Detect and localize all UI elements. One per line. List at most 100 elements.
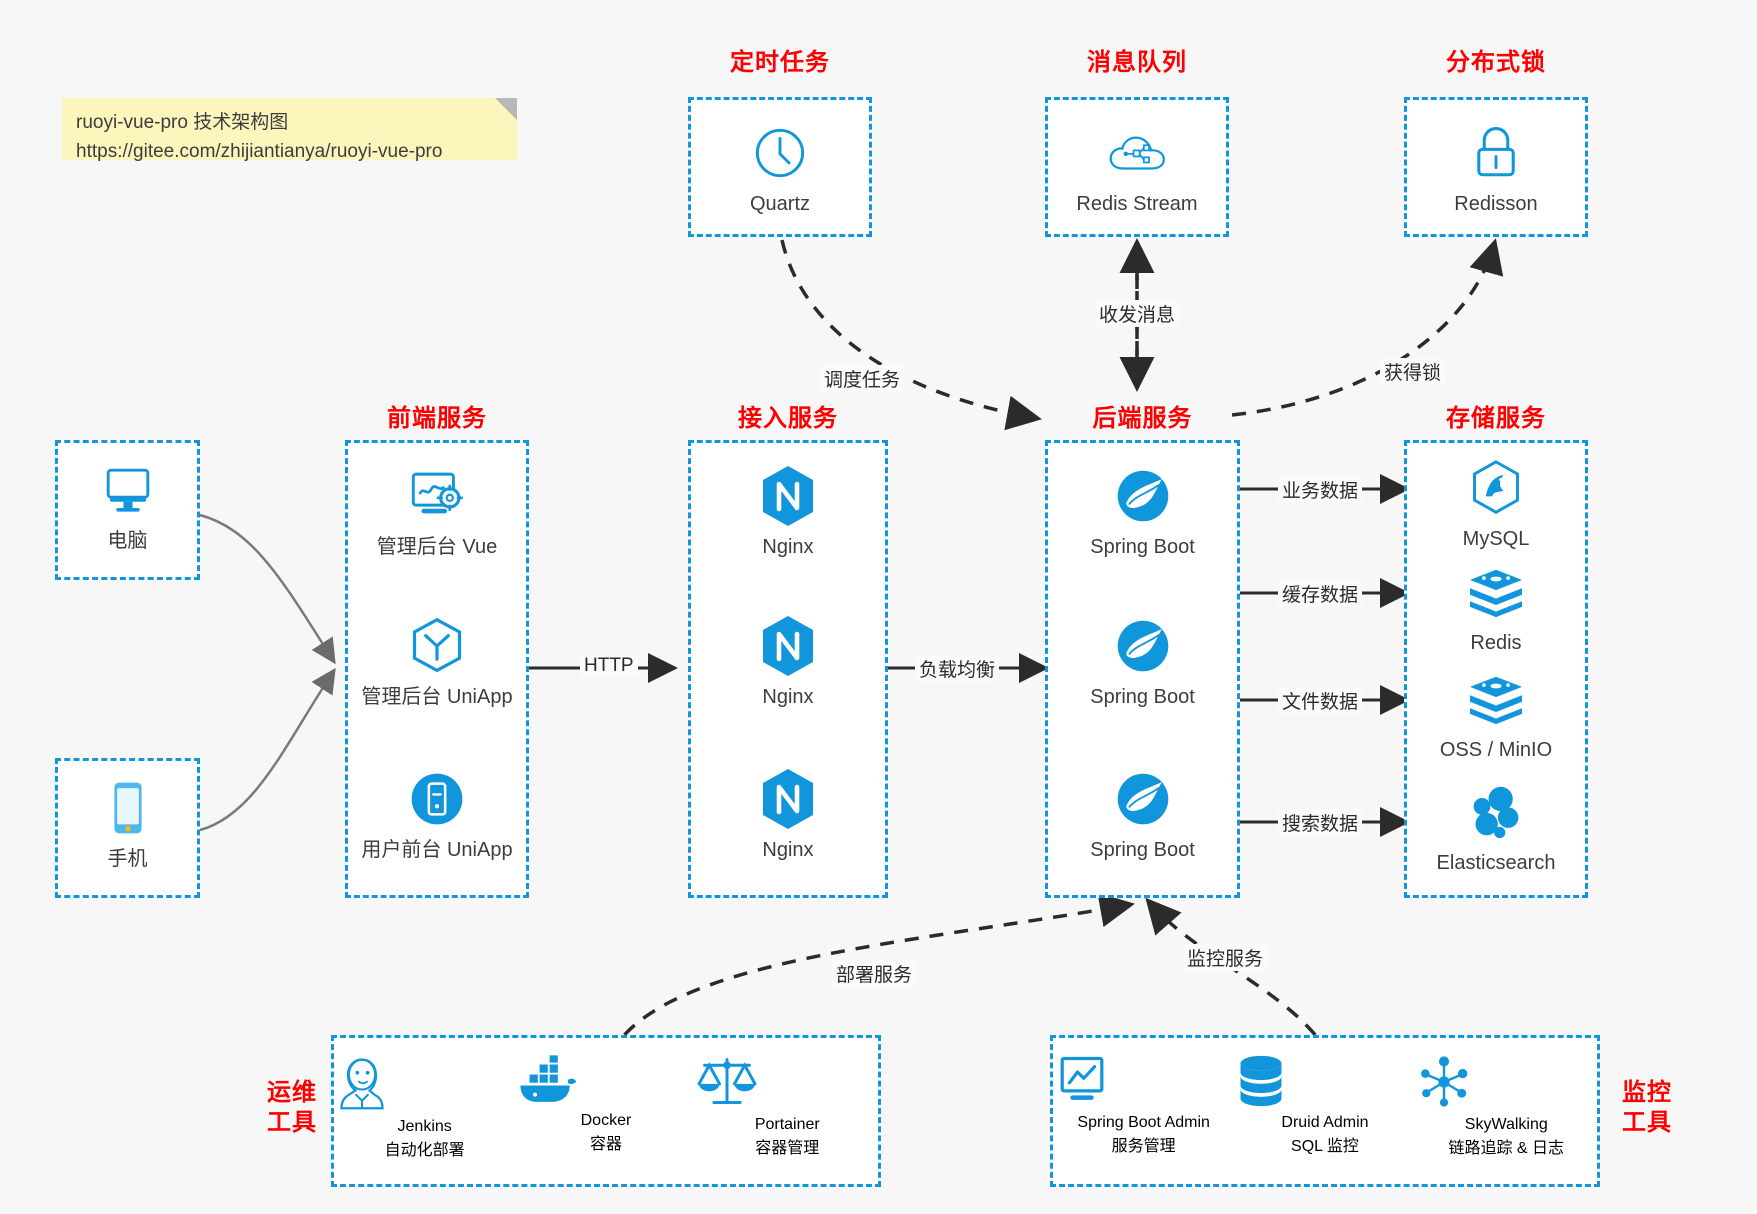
desktop-icon: [58, 459, 197, 521]
jenkins-icon: [334, 1054, 515, 1112]
nginx-icon: [691, 768, 885, 830]
group-title-monitoring: 监控 工具: [1610, 1078, 1684, 1138]
clock-icon: [691, 122, 869, 184]
note-fold-corner: [495, 98, 517, 120]
node-desc: 链路追踪 & 日志: [1448, 1140, 1565, 1157]
edge-label-cache-data: 缓存数据: [1278, 580, 1363, 607]
skywalking-icon: [1416, 1054, 1597, 1110]
group-box-devops: Jenkins 自动化部署 Docker 容器: [331, 1035, 881, 1187]
edge-label-business-data: 业务数据: [1278, 476, 1363, 503]
node-user-uniapp[interactable]: 用户前台 UniApp: [348, 768, 526, 863]
node-redis-stream[interactable]: Redis Stream: [1048, 122, 1226, 217]
node-label: MySQL: [1462, 528, 1530, 550]
elasticsearch-icon: [1407, 781, 1585, 843]
lock-icon: [1407, 122, 1585, 184]
node-name: Jenkins: [397, 1118, 452, 1135]
node-nginx-1[interactable]: Nginx: [691, 465, 885, 560]
redis-icon: [1407, 561, 1585, 623]
node-nginx-3[interactable]: Nginx: [691, 768, 885, 863]
database-icon: [1234, 1054, 1415, 1108]
node-label: Nginx: [762, 686, 814, 708]
group-title-backend: 后端服务: [1092, 405, 1193, 432]
node-desc: 自动化部署: [384, 1142, 465, 1159]
node-spring-boot-3[interactable]: Spring Boot: [1048, 768, 1237, 863]
group-title-scheduled-task: 定时任务: [730, 49, 830, 76]
edge-label-monitor-service: 监控服务: [1183, 944, 1268, 971]
node-desktop[interactable]: 电脑: [58, 459, 197, 554]
node-name: SkyWalking: [1464, 1116, 1548, 1133]
node-label: Elasticsearch: [1436, 852, 1556, 874]
node-name: Docker: [580, 1112, 632, 1129]
note-line-2: https://gitee.com/zhijiantianya/ruoyi-vu…: [76, 141, 443, 163]
node-jenkins[interactable]: Jenkins 自动化部署: [334, 1054, 515, 1160]
node-oss-minio[interactable]: OSS / MinIO: [1407, 668, 1585, 763]
dashboard-gear-icon: [348, 465, 526, 527]
node-phone[interactable]: 手机: [58, 777, 197, 872]
node-label: Redis Stream: [1076, 193, 1198, 215]
group-title-storage: 存储服务: [1446, 405, 1546, 432]
monitoring-title-line-2: 工具: [1622, 1109, 1672, 1136]
mobile-circle-icon: [348, 768, 526, 830]
group-title-distributed-lock: 分布式锁: [1446, 49, 1546, 76]
node-label: Spring Boot: [1090, 686, 1195, 708]
node-name: Portainer: [754, 1116, 820, 1133]
node-mysql[interactable]: MySQL: [1407, 457, 1585, 552]
node-redis[interactable]: Redis: [1407, 561, 1585, 656]
group-title-devops: 运维 工具: [255, 1078, 329, 1138]
node-skywalking[interactable]: SkyWalking 链路追踪 & 日志: [1416, 1054, 1597, 1158]
node-desc: 容器管理: [755, 1140, 820, 1157]
node-label: 电脑: [107, 530, 148, 552]
hexagon-y-icon: [348, 615, 526, 677]
devops-title-line-2: 工具: [267, 1109, 317, 1136]
edge-label-acquire-lock: 获得锁: [1380, 358, 1446, 385]
group-box-gateway: Nginx Nginx Nginx: [688, 440, 888, 898]
spring-icon: [1048, 768, 1237, 830]
devops-title-line-1: 运维: [267, 1079, 317, 1106]
client-box-desktop: 电脑: [55, 440, 200, 580]
group-title-message-queue: 消息队列: [1087, 49, 1187, 76]
scales-icon: [697, 1054, 878, 1110]
node-label: Spring Boot: [1090, 536, 1195, 558]
node-desc: SQL 监控: [1291, 1138, 1359, 1155]
node-label: Spring Boot: [1090, 839, 1195, 861]
node-desc: 容器: [589, 1136, 622, 1153]
edge-label-send-receive-message: 收发消息: [1095, 300, 1180, 327]
group-box-storage: MySQL Redis: [1404, 440, 1588, 898]
node-spring-boot-admin[interactable]: Spring Boot Admin 服务管理: [1053, 1054, 1234, 1156]
node-name: Spring Boot Admin: [1077, 1114, 1210, 1131]
node-spring-boot-1[interactable]: Spring Boot: [1048, 465, 1237, 560]
node-portainer[interactable]: Portainer 容器管理: [697, 1054, 878, 1158]
node-admin-vue[interactable]: 管理后台 Vue: [348, 465, 526, 560]
group-title-gateway: 接入服务: [738, 405, 838, 432]
node-elasticsearch[interactable]: Elasticsearch: [1407, 781, 1585, 876]
edge-label-file-data: 文件数据: [1278, 687, 1363, 714]
redis-icon: [1407, 668, 1585, 730]
node-nginx-2[interactable]: Nginx: [691, 615, 885, 710]
note-line-1: ruoyi-vue-pro 技术架构图: [76, 112, 289, 133]
node-quartz[interactable]: Quartz: [691, 122, 869, 217]
docker-icon: [515, 1054, 696, 1106]
node-label: Nginx: [762, 839, 814, 861]
edge-label-search-data: 搜索数据: [1278, 809, 1363, 836]
edge-label-http: HTTP: [580, 655, 638, 677]
node-label: 手机: [107, 848, 148, 870]
node-label: Redisson: [1454, 193, 1538, 215]
node-name: Druid Admin: [1281, 1114, 1369, 1131]
node-spring-boot-2[interactable]: Spring Boot: [1048, 615, 1237, 710]
edge-label-load-balance: 负载均衡: [915, 655, 1000, 682]
phone-icon: [58, 777, 197, 839]
node-admin-uniapp[interactable]: 管理后台 UniApp: [348, 615, 526, 710]
edge-label-deploy-service: 部署服务: [832, 960, 917, 987]
node-docker[interactable]: Docker 容器: [515, 1054, 696, 1154]
node-label: 管理后台 Vue: [376, 536, 498, 558]
group-box-frontend: 管理后台 Vue 管理后台 UniApp 用户前台 UniApp: [345, 440, 529, 898]
node-label: Redis: [1470, 632, 1522, 654]
client-box-phone: 手机: [55, 758, 200, 898]
node-redisson[interactable]: Redisson: [1407, 122, 1585, 217]
group-box-distributed-lock: Redisson: [1404, 97, 1588, 237]
node-druid-admin[interactable]: Druid Admin SQL 监控: [1234, 1054, 1415, 1156]
group-box-backend: Spring Boot Spring Boot Spring Boot: [1045, 440, 1240, 898]
edge-label-schedule-task: 调度任务: [820, 365, 905, 392]
spring-icon: [1048, 615, 1237, 677]
